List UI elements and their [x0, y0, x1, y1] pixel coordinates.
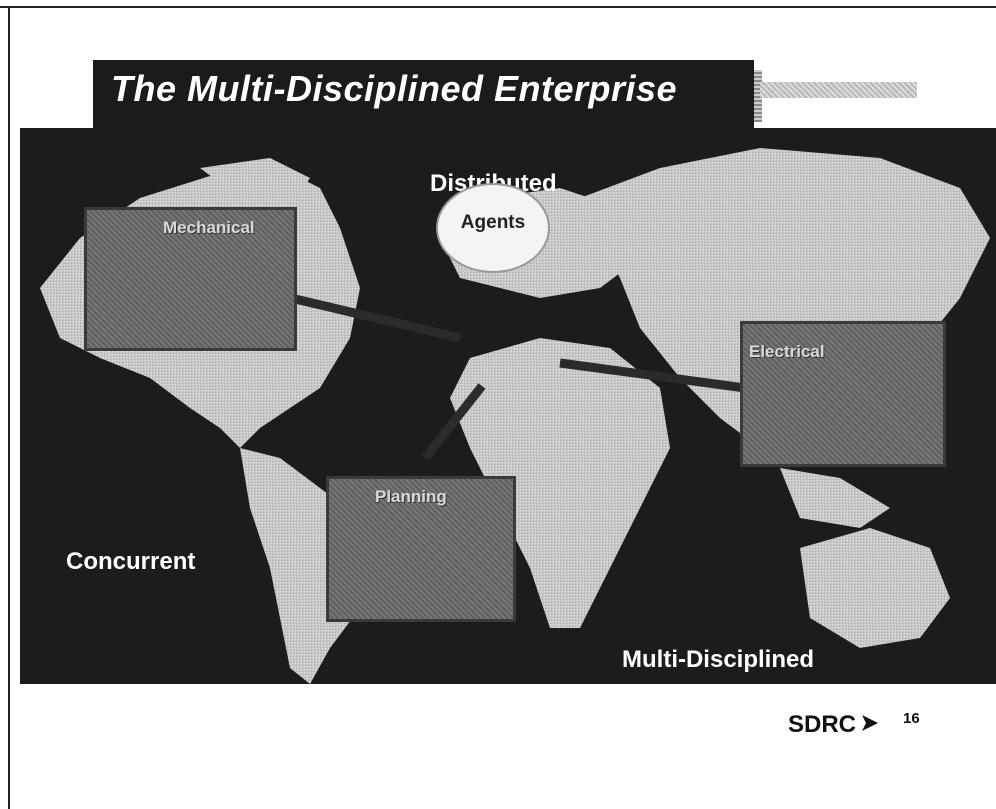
sdrc-logo: SDRC — [788, 711, 878, 738]
greenland-landmass — [200, 158, 310, 208]
southeast-asia-islands — [780, 468, 890, 528]
connection-line-mechanical — [289, 293, 462, 343]
agents-hub: Agents — [436, 183, 550, 273]
agents-label: Agents — [460, 212, 526, 233]
mechanical-card: Mechanical — [84, 207, 297, 351]
left-border — [8, 6, 10, 809]
multi-disciplined-label: Multi-Disciplined — [622, 646, 814, 673]
title-notch — [754, 70, 762, 122]
sdrc-logo-text: SDRC — [788, 711, 856, 738]
title-banner: The Multi-Disciplined Enterprise — [93, 60, 754, 128]
planning-card-label: Planning — [375, 487, 447, 506]
concurrent-label: Concurrent — [66, 548, 196, 575]
slide-title: The Multi-Disciplined Enterprise — [111, 68, 678, 109]
africa-landmass — [450, 338, 670, 628]
top-border — [0, 6, 996, 8]
connection-line-planning — [421, 383, 486, 461]
electrical-card-label: Electrical — [749, 342, 825, 361]
connection-line-electrical — [559, 358, 746, 393]
australia-landmass — [800, 528, 950, 648]
title-stripe — [760, 82, 917, 98]
planning-card: Planning — [326, 476, 516, 622]
page-number: 16 — [903, 710, 920, 727]
mechanical-card-label: Mechanical — [163, 218, 255, 237]
electrical-card: Electrical — [740, 321, 946, 467]
logo-arrow-icon — [862, 715, 878, 731]
